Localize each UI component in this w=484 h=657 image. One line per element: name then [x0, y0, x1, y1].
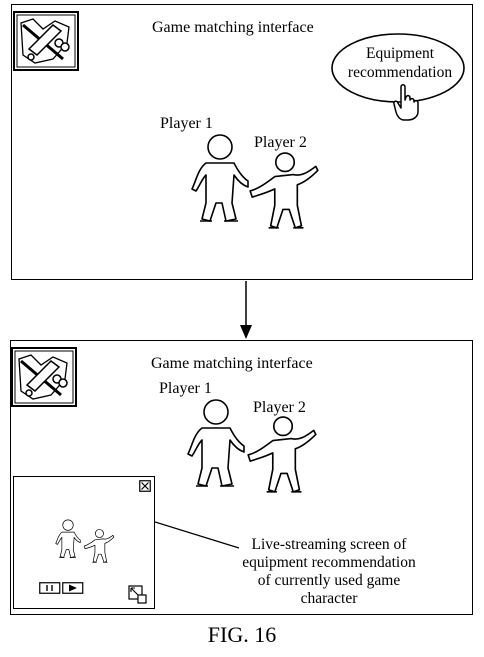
play-icon[interactable]: [62, 582, 84, 594]
equipment-recommendation-button[interactable]: Equipment recommendation: [338, 44, 462, 82]
resize-icon[interactable]: [128, 585, 148, 604]
game-logo-icon[interactable]: [13, 11, 79, 71]
bubble-line-1: Equipment: [365, 45, 435, 62]
player-2-figure: [248, 152, 320, 234]
bubble-line-2: recommendation: [347, 64, 453, 81]
caption-line-3: of currently used game: [257, 572, 401, 589]
hand-pointer-icon: [393, 84, 419, 121]
caption-leader-line: [155, 521, 240, 549]
game-logo-icon[interactable]: [11, 347, 77, 407]
figure-label: FIG. 16: [207, 622, 277, 647]
page-title: Game matching interface: [151, 355, 313, 372]
caption-line-2: equipment recommendation: [242, 554, 416, 571]
mini-player-2-figure: [82, 529, 116, 565]
player-2-label: Player 2: [253, 399, 306, 416]
player-1-figure: [185, 398, 247, 494]
caption-line-1: Live-streaming screen of: [251, 536, 407, 553]
player-1-label: Player 1: [159, 380, 212, 397]
live-stream-caption: Live-streaming screen of equipment recom…: [220, 536, 438, 608]
player-1-figure: [189, 133, 251, 229]
caption-line-4: character: [300, 590, 358, 607]
flow-arrow: [240, 281, 252, 339]
mini-player-1-figure: [53, 519, 83, 561]
pause-icon[interactable]: [39, 582, 61, 594]
player-1-label: Player 1: [160, 115, 213, 132]
page-title: Game matching interface: [152, 19, 314, 36]
player-2-label: Player 2: [254, 134, 307, 151]
close-icon[interactable]: [139, 480, 151, 492]
player-2-figure: [246, 416, 318, 498]
